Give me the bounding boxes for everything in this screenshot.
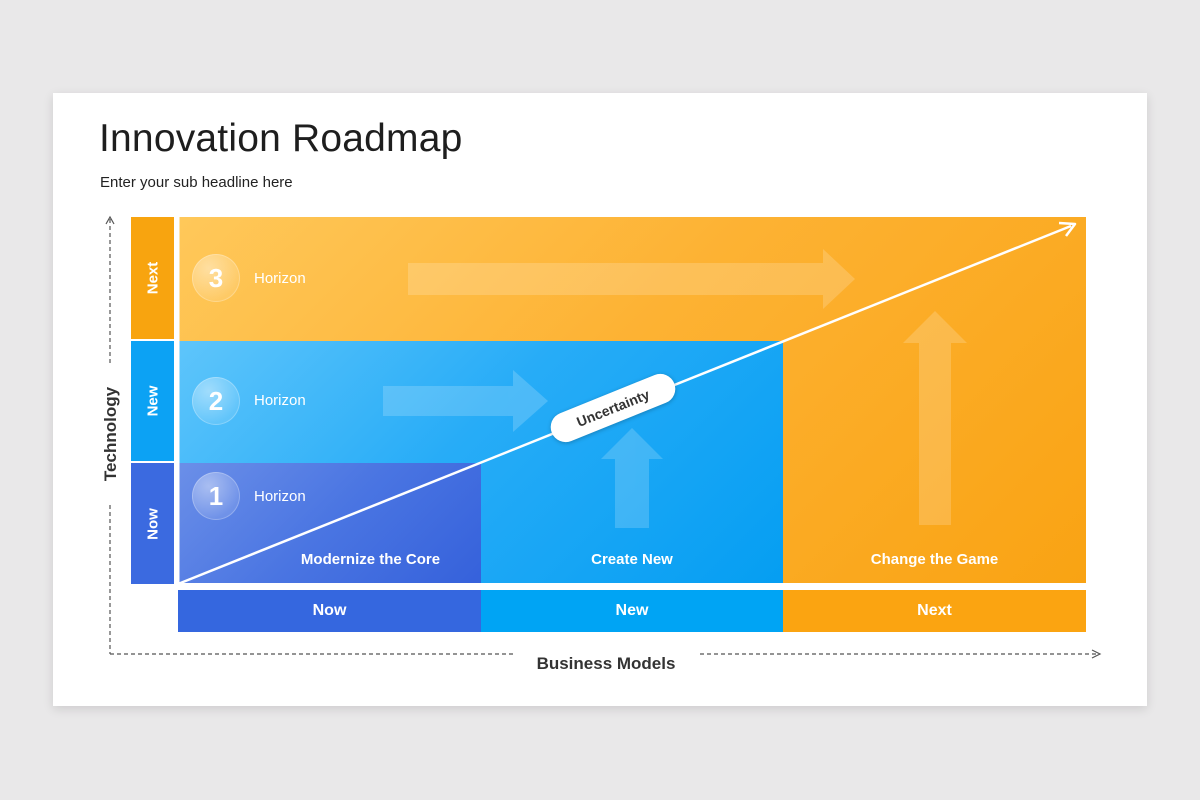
horizon-3-label: Horizon [254, 270, 306, 287]
arrow-up-icon [601, 428, 663, 528]
horizon-3-number: 3 [192, 254, 240, 302]
horizon-1-number: 1 [192, 472, 240, 520]
arrow-up-icon [903, 311, 967, 525]
y-tab-new: New [131, 341, 174, 461]
horizon-2-number: 2 [192, 377, 240, 425]
x-tab-new: New [481, 590, 783, 632]
y-axis-arrow-icon [105, 215, 115, 225]
column-label-create-new: Create New [591, 551, 673, 568]
y-tab-next: Next [131, 217, 174, 339]
horizon-2-label: Horizon [254, 392, 306, 409]
diagonal-arrowhead-icon [1058, 221, 1077, 237]
x-tab-now: Now [178, 590, 481, 632]
decorative-arrows [383, 249, 967, 528]
y-axis-label: Technology [101, 386, 120, 482]
arrow-right-icon [383, 370, 548, 432]
arrow-right-icon [408, 249, 855, 309]
page-subtitle: Enter your sub headline here [100, 174, 293, 191]
page-title: Innovation Roadmap [99, 117, 463, 160]
x-tab-next: Next [783, 590, 1086, 632]
x-axis-arrow-icon [1091, 649, 1102, 659]
slide: Innovation Roadmap Enter your sub headli… [53, 93, 1147, 706]
column-label-modernize: Modernize the Core [300, 551, 441, 568]
column-label-change-game: Change the Game [870, 551, 999, 568]
y-tab-now: Now [131, 463, 174, 584]
horizon-1-label: Horizon [254, 488, 306, 505]
x-axis-label: Business Models [528, 654, 684, 674]
